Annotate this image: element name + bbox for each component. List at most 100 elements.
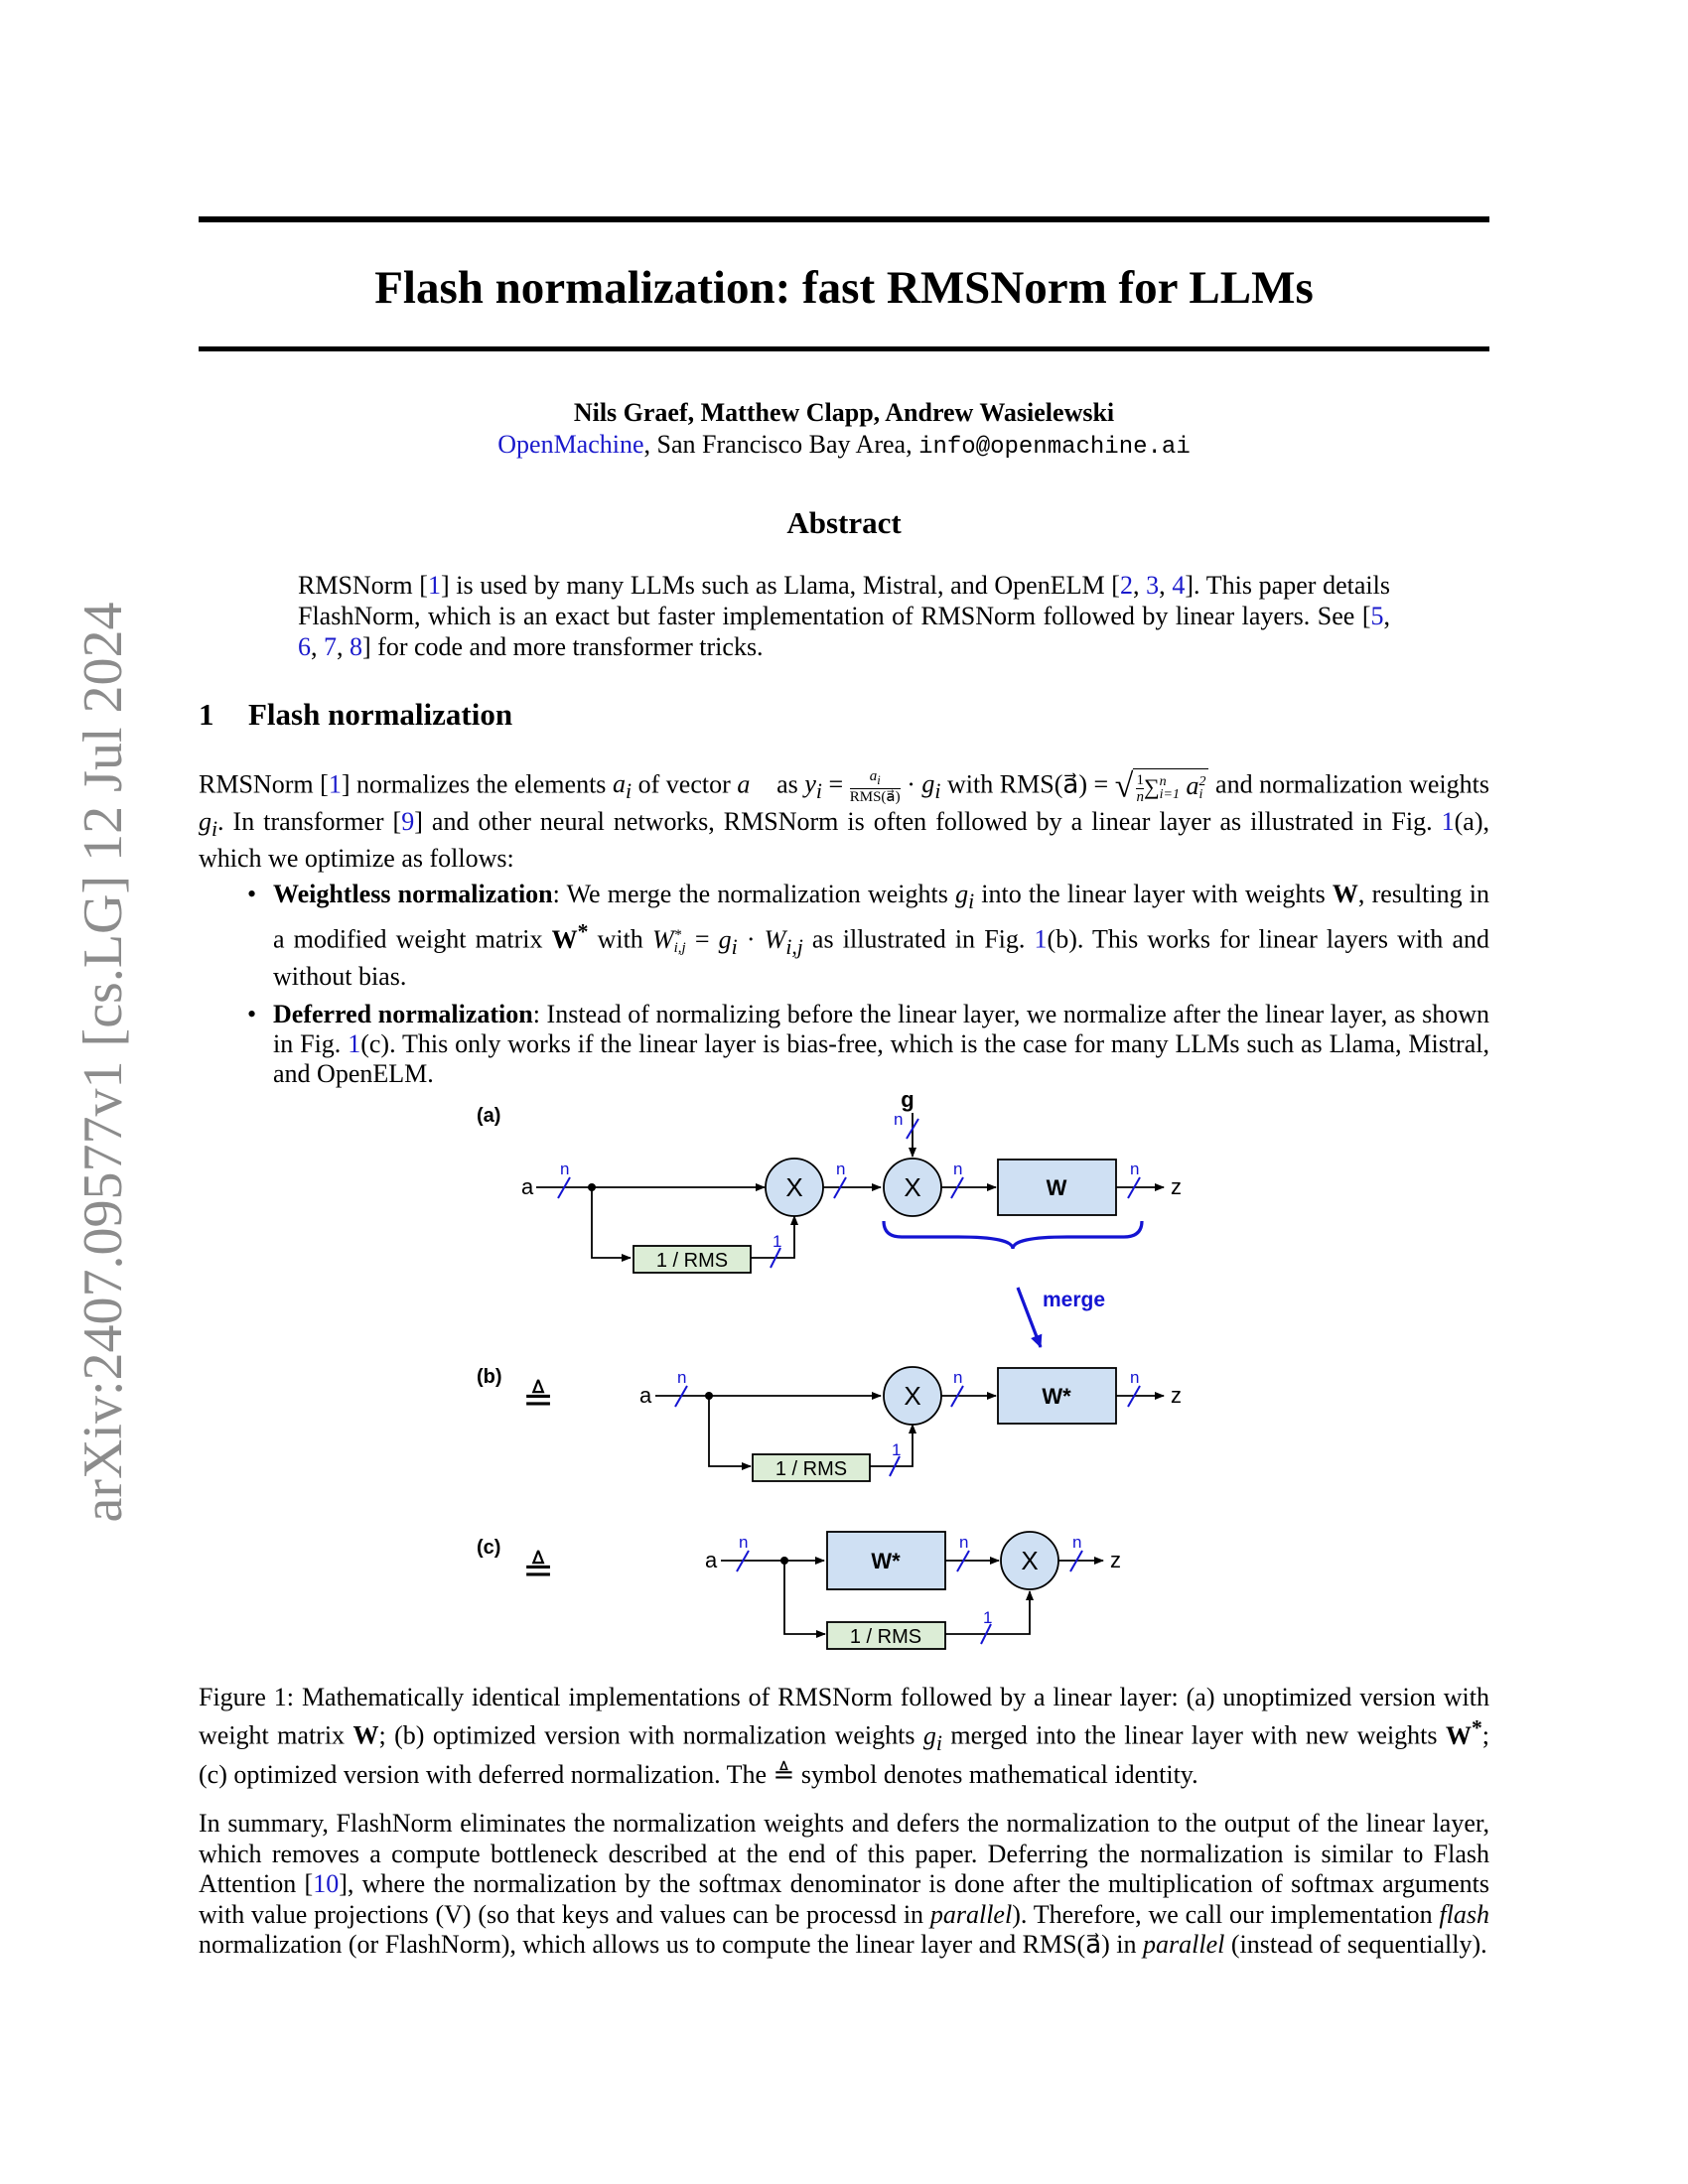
- label-a: (a): [477, 1105, 500, 1127]
- dim-label: n: [739, 1533, 748, 1552]
- emphasis: parallel: [1143, 1930, 1225, 1959]
- rms-box-label: 1 / RMS: [850, 1626, 921, 1648]
- citation-link[interactable]: 1: [427, 571, 441, 600]
- output-z: z: [1110, 1548, 1121, 1572]
- figure-link[interactable]: 1: [348, 1029, 361, 1059]
- text: ], where the normalization by the softma…: [199, 1869, 1489, 1929]
- citation-link[interactable]: 1: [328, 769, 342, 799]
- list-item: •Weightless normalization: We merge the …: [247, 880, 1489, 992]
- math-var: gi: [955, 880, 975, 914]
- text: (b). This works for linear layers with a…: [273, 924, 1489, 992]
- author-list: Nils Graef, Matthew Clapp, Andrew Wasiel…: [573, 398, 1115, 427]
- abstract-text: ] is used by many LLMs such as Llama, Mi…: [440, 571, 1120, 600]
- text: =: [821, 769, 850, 799]
- dim-label: n: [677, 1368, 686, 1387]
- dim-label: n: [836, 1160, 845, 1178]
- citation-link[interactable]: 6: [298, 632, 311, 661]
- paper-title: Flash normalization: fast RMSNorm for LL…: [374, 262, 1314, 314]
- paragraph-summary: In summary, FlashNorm eliminates the nor…: [199, 1809, 1489, 1961]
- figure-link[interactable]: 1: [1441, 806, 1455, 836]
- text: ] normalizes the elements: [341, 769, 613, 799]
- math-var: Wi,j: [764, 924, 803, 960]
- text: Figure 1: Mathematically identical imple…: [199, 1683, 1489, 1750]
- text: merged into the linear layer with new we…: [941, 1720, 1446, 1750]
- text: In summary, FlashNorm eliminates the nor…: [199, 1809, 1489, 1898]
- emphasis: parallel: [929, 1899, 1013, 1929]
- text: as: [770, 769, 805, 799]
- citation-link[interactable]: 9: [401, 806, 415, 836]
- text: as illustrated in Fig.: [802, 924, 1035, 954]
- w-box-label: W: [1047, 1175, 1067, 1200]
- text: (c). This only works if the linear layer…: [273, 1029, 1489, 1089]
- text: . In transformer [: [217, 806, 402, 836]
- text: (instead of sequentially).: [1224, 1930, 1487, 1959]
- citation-link[interactable]: 7: [324, 632, 337, 661]
- ws-box-label: W*: [871, 1549, 901, 1573]
- citation-link[interactable]: 3: [1146, 571, 1160, 600]
- label-b: (b): [477, 1366, 502, 1388]
- text: and normalization weights: [1208, 769, 1489, 799]
- citation-link[interactable]: 10: [313, 1869, 340, 1898]
- identity-symbol: ≜: [522, 1379, 554, 1421]
- dim-label: n: [953, 1160, 962, 1178]
- section-heading: 1 Flash normalization: [199, 695, 512, 735]
- multiply-symbol: X: [904, 1381, 920, 1411]
- math-var: gi: [199, 806, 218, 841]
- list-item: •Deferred normalization: Instead of norm…: [247, 1000, 1489, 1089]
- title-rule-bottom: [199, 346, 1489, 351]
- text: with: [588, 924, 652, 954]
- label-c: (c): [477, 1537, 500, 1559]
- dim-label: n: [1130, 1160, 1139, 1178]
- abstract-text: ]. This paper details FlashNorm, which i…: [298, 571, 1390, 630]
- emphasis: flash: [1439, 1899, 1489, 1929]
- text: normalization (or FlashNorm), which allo…: [199, 1930, 1144, 1959]
- output-z: z: [1171, 1174, 1182, 1199]
- section-title: Flash normalization: [248, 697, 513, 732]
- figure-caption: Figure 1: Mathematically identical imple…: [199, 1682, 1489, 1790]
- math-var: gi: [922, 1720, 942, 1755]
- arxiv-stamp: arXiv:2407.09577v1 [cs.LG] 12 Jul 2024: [72, 602, 134, 1523]
- math-var: gi: [718, 924, 738, 960]
- identity-symbol: ≜: [773, 1759, 795, 1789]
- text: ). Therefore, we call our implementation: [1012, 1899, 1440, 1929]
- dim-label: 1: [773, 1232, 781, 1251]
- text: ; (c) optimized version with deferred no…: [199, 1720, 1489, 1789]
- affiliation-link[interactable]: OpenMachine: [497, 430, 644, 459]
- math-var: ai: [612, 769, 633, 804]
- math-var: gi: [921, 769, 941, 804]
- multiply-symbol: X: [785, 1172, 802, 1202]
- section-number: 1: [199, 697, 214, 732]
- dim-label: 1: [983, 1608, 992, 1627]
- dim-label: n: [959, 1533, 968, 1552]
- text: : Instead of normalizing before the line…: [273, 1000, 1489, 1059]
- citation-link[interactable]: 8: [350, 632, 362, 661]
- affiliation-email: info@openmachine.ai: [918, 434, 1191, 461]
- text: =: [685, 924, 719, 954]
- dim-label: n: [1072, 1533, 1081, 1552]
- text: ; (b) optimized version with normalizati…: [378, 1720, 923, 1750]
- abstract-body: RMSNorm [1] is used by many LLMs such as…: [298, 571, 1390, 661]
- bullet-term: Weightless normalization: [273, 880, 553, 908]
- title-rule-top: [199, 216, 1489, 222]
- citation-link[interactable]: 2: [1119, 571, 1133, 600]
- citation-link[interactable]: 5: [1370, 602, 1384, 630]
- math-var: W*i,j: [651, 924, 686, 956]
- text: into the linear layer with weights: [974, 880, 1333, 908]
- text: symbol denotes mathematical identity.: [794, 1759, 1198, 1789]
- figure-link[interactable]: 1: [1034, 924, 1048, 954]
- multiply-symbol: X: [1021, 1546, 1038, 1575]
- text: (a), which we optimize as follows:: [199, 806, 1489, 873]
- text: ·: [737, 924, 765, 954]
- text: RMSNorm [: [199, 769, 329, 799]
- ws-box-label: W*: [1042, 1384, 1071, 1409]
- paragraph-intro: RMSNorm [1] normalizes the elements ai o…: [199, 768, 1489, 874]
- citation-link[interactable]: 4: [1172, 571, 1186, 600]
- identity-symbol: ≜: [522, 1550, 554, 1591]
- merge-label: merge: [1043, 1289, 1105, 1311]
- abstract-text: ] for code and more transformer tricks.: [362, 632, 764, 661]
- text: ] and other neural networks, RMSNorm is …: [414, 806, 1442, 836]
- dim-label: n: [560, 1160, 569, 1178]
- text: of vector: [632, 769, 738, 799]
